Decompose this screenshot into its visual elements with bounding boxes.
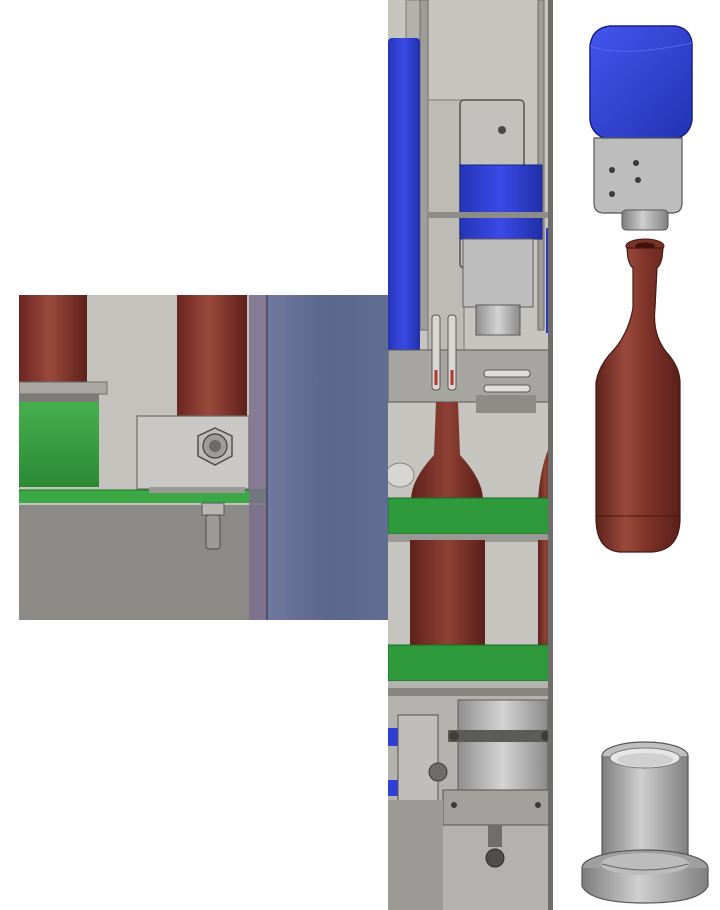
green-plate — [19, 490, 271, 503]
green-plate-lower — [388, 644, 553, 682]
capper-steel-body — [462, 238, 534, 308]
blue-actuator-left — [388, 38, 420, 353]
green-plate-upper — [388, 497, 553, 535]
bottle-upper — [411, 402, 483, 500]
machine-section-view — [388, 0, 553, 910]
hex-bolt-head — [197, 427, 233, 466]
bolt-shank — [205, 514, 221, 550]
bottle — [595, 238, 681, 553]
exploded-parts-drawing — [581, 25, 709, 904]
bottle-holder-cup — [581, 741, 709, 904]
capping-head — [589, 25, 693, 231]
green-ring — [19, 401, 99, 487]
detail-view — [19, 295, 388, 620]
bottle-holder-base — [442, 699, 553, 868]
bottle-body-center — [177, 295, 247, 420]
bottle-body-left — [19, 295, 87, 385]
bottle-lower — [410, 540, 485, 648]
detail-view-drawing — [19, 295, 388, 620]
exploded-parts-view — [580, 18, 720, 910]
blue-capping-head — [459, 164, 543, 240]
machine-section-drawing — [388, 0, 553, 910]
glass-panel — [267, 295, 388, 620]
slotted-bracket — [388, 314, 553, 413]
nut-under-plate — [201, 502, 225, 516]
